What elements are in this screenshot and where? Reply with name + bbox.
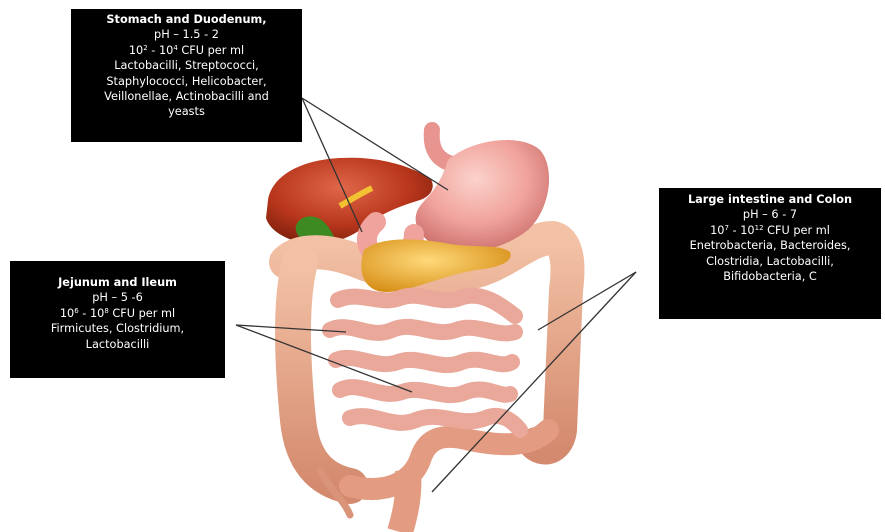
label-box-large-intestine-colon: Large intestine and Colon pH – 6 - 7 107… xyxy=(659,188,881,319)
label-title: Large intestine and Colon xyxy=(659,192,881,207)
label-ph: pH – 1.5 - 2 xyxy=(71,27,302,42)
label-organisms-line: Firmicutes, Clostridium, xyxy=(10,321,225,336)
label-cfu: 102 - 104 CFU per ml xyxy=(71,43,302,58)
label-organisms-line: Bifidobacteria, C xyxy=(659,269,881,284)
label-organisms-line: Veillonellae, Actinobacilli and xyxy=(71,89,302,104)
small-intestine xyxy=(330,296,520,430)
label-organisms-line: Enetrobacteria, Bacteroides, xyxy=(659,238,881,253)
label-cfu: 106 - 108 CFU per ml xyxy=(10,306,225,321)
esophagus xyxy=(432,130,452,164)
label-box-jejunum-ileum: Jejunum and Ileum pH – 5 -6 106 - 108 CF… xyxy=(10,261,225,378)
label-ph: pH – 5 -6 xyxy=(10,290,225,305)
label-cfu: 107 - 1012 CFU per ml xyxy=(659,223,881,238)
label-organisms-line: Clostridia, Lactobacilli, xyxy=(659,254,881,269)
label-ph: pH – 6 - 7 xyxy=(659,207,881,222)
rectum-lower xyxy=(400,470,408,532)
label-organisms-line: Lactobacilli xyxy=(10,337,225,352)
label-title: Stomach and Duodenum, xyxy=(71,12,302,27)
label-organisms-line: yeasts xyxy=(71,104,302,119)
label-box-stomach-duodenum: Stomach and Duodenum, pH – 1.5 - 2 102 -… xyxy=(71,9,302,142)
rectum xyxy=(350,430,548,489)
label-organisms-line: Staphylococci, Helicobacter, xyxy=(71,74,302,89)
label-title: Jejunum and Ileum xyxy=(10,275,225,290)
label-organisms-line: Lactobacilli, Streptococci, xyxy=(71,58,302,73)
